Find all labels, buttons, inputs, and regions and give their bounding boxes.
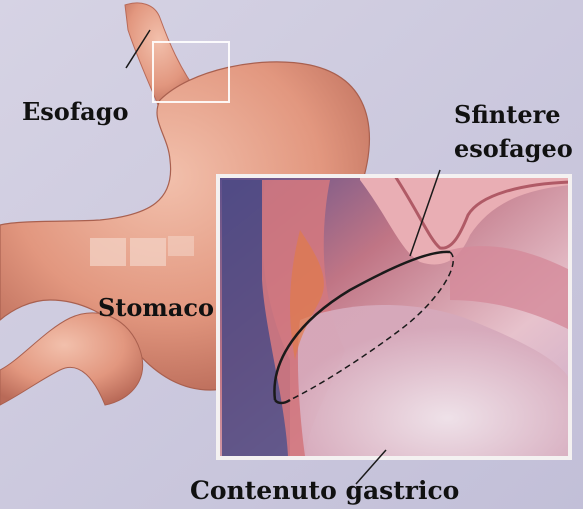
label-sfintere-line1: Sfintere bbox=[454, 98, 573, 132]
label-stomaco: Stomaco bbox=[98, 296, 214, 320]
pale-patch bbox=[130, 238, 166, 266]
pale-patch bbox=[90, 238, 126, 266]
inset-view bbox=[218, 176, 570, 458]
label-esofago: Esofago bbox=[22, 100, 128, 124]
label-sfintere-line2: esofageo bbox=[454, 132, 573, 166]
pale-patch bbox=[168, 236, 194, 256]
label-contenuto-gastrico: Contenuto gastrico bbox=[190, 478, 459, 503]
label-sfintere-esofageo: Sfintere esofageo bbox=[454, 98, 573, 166]
